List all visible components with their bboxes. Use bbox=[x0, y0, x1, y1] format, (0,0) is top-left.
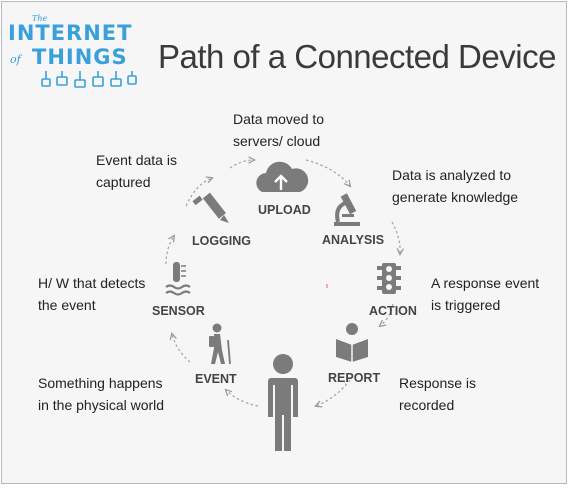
desc-event: Something happens in the physical world bbox=[38, 375, 165, 413]
page-title: Path of a Connected Device bbox=[158, 38, 556, 75]
arrow-bottom-event bbox=[226, 390, 259, 407]
desc-action: A response event is triggered bbox=[431, 275, 540, 313]
arrow-logging-upload bbox=[185, 178, 212, 207]
arrow-sensor-logging bbox=[165, 236, 174, 265]
iot-logo: The INTERNET of THINGS bbox=[8, 14, 143, 90]
cloud-upload-icon bbox=[256, 161, 309, 192]
desc-analysis: Data is analyzed to generate knowledge bbox=[392, 167, 519, 205]
arrow-analysis-action bbox=[391, 221, 400, 254]
desc-report: Response is recorded bbox=[399, 375, 477, 413]
step-label-action: ACTION bbox=[369, 304, 417, 318]
logo-devices-icon bbox=[41, 71, 137, 88]
step-label-upload: UPLOAD bbox=[258, 203, 311, 217]
person-icon bbox=[268, 354, 298, 451]
step-label-event: EVENT bbox=[195, 372, 237, 386]
logo-internet: INTERNET bbox=[8, 21, 133, 45]
arrow-event-sensor bbox=[172, 334, 191, 363]
microscope-icon bbox=[334, 193, 360, 226]
arrow-upload-analysis bbox=[305, 159, 350, 186]
pencil-icon bbox=[192, 192, 229, 223]
desc-sensor: H/ W that detects the event bbox=[38, 275, 146, 313]
hiker-icon bbox=[209, 323, 231, 365]
step-label-analysis: ANALYSIS bbox=[322, 233, 385, 247]
desc-upload: Data moved to servers/ cloud bbox=[233, 111, 325, 149]
arrow-action-report bbox=[380, 303, 394, 326]
arrow-logging-upload-2 bbox=[229, 160, 254, 169]
step-label-logging: LOGGING bbox=[192, 234, 252, 248]
logo-of: of bbox=[10, 53, 21, 66]
traffic-light-icon bbox=[377, 263, 401, 294]
logo-the: The bbox=[32, 14, 48, 23]
thermometer-sensor-icon bbox=[165, 262, 191, 296]
step-label-sensor: SENSOR bbox=[152, 304, 205, 318]
arrow-report-bottom bbox=[316, 379, 351, 406]
logo-things: THINGS bbox=[32, 45, 128, 69]
step-label-report: REPORT bbox=[328, 371, 381, 385]
desc-logging: Event data is captured bbox=[96, 152, 177, 190]
reader-icon bbox=[336, 323, 368, 362]
